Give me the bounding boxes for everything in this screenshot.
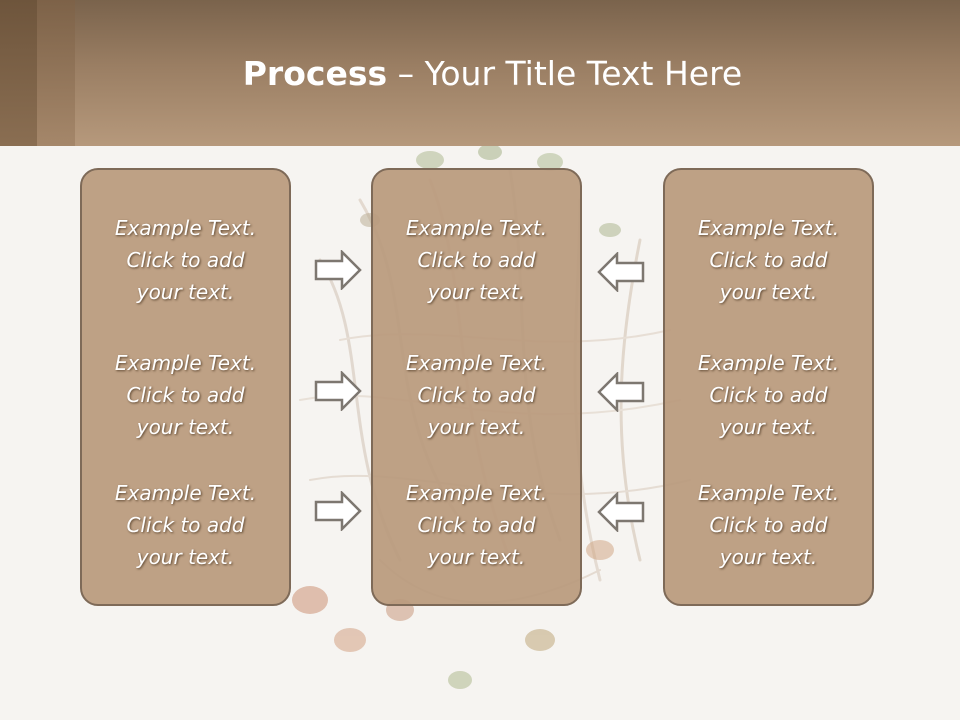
text-line: your text. xyxy=(427,545,526,569)
text-line: your text. xyxy=(136,545,235,569)
arrow-right-icon[interactable] xyxy=(314,491,362,531)
text-line: your text. xyxy=(719,545,818,569)
text-line: Example Text. xyxy=(114,216,257,240)
text-line: Example Text. xyxy=(697,481,840,505)
text-placeholder[interactable]: Example Text. Click to add your text. xyxy=(82,212,289,308)
slide-title-strong: Process xyxy=(242,54,388,93)
arrow-right-icon[interactable] xyxy=(314,371,362,411)
text-line: Click to add xyxy=(709,513,828,537)
process-box-right[interactable]: Example Text. Click to add your text. Ex… xyxy=(663,168,874,606)
text-line: Example Text. xyxy=(405,481,548,505)
text-placeholder[interactable]: Example Text. Click to add your text. xyxy=(373,347,580,443)
text-placeholder[interactable]: Example Text. Click to add your text. xyxy=(665,212,872,308)
text-line: Click to add xyxy=(417,248,536,272)
text-placeholder[interactable]: Example Text. Click to add your text. xyxy=(82,477,289,573)
text-line: Example Text. xyxy=(405,351,548,375)
text-line: your text. xyxy=(136,280,235,304)
slide-title-rest: – Your Title Text Here xyxy=(387,54,743,93)
header-accent-stripe xyxy=(0,0,37,146)
text-placeholder[interactable]: Example Text. Click to add your text. xyxy=(665,477,872,573)
text-line: Click to add xyxy=(417,513,536,537)
text-placeholder[interactable]: Example Text. Click to add your text. xyxy=(373,212,580,308)
text-line: Example Text. xyxy=(697,351,840,375)
text-line: Example Text. xyxy=(114,481,257,505)
text-line: Click to add xyxy=(417,383,536,407)
text-line: Click to add xyxy=(709,383,828,407)
text-line: Click to add xyxy=(126,383,245,407)
slide-title[interactable]: Process – Your Title Text Here xyxy=(0,52,960,96)
text-line: your text. xyxy=(427,415,526,439)
header-accent-stripe xyxy=(37,0,75,146)
text-line: your text. xyxy=(427,280,526,304)
process-box-center[interactable]: Example Text. Click to add your text. Ex… xyxy=(371,168,582,606)
arrow-right-icon[interactable] xyxy=(314,250,362,290)
text-line: Click to add xyxy=(126,513,245,537)
text-line: your text. xyxy=(719,415,818,439)
text-line: Example Text. xyxy=(697,216,840,240)
arrow-left-icon[interactable] xyxy=(597,252,645,292)
text-placeholder[interactable]: Example Text. Click to add your text. xyxy=(82,347,289,443)
text-line: Click to add xyxy=(709,248,828,272)
text-placeholder[interactable]: Example Text. Click to add your text. xyxy=(665,347,872,443)
arrow-left-icon[interactable] xyxy=(597,372,645,412)
process-box-left[interactable]: Example Text. Click to add your text. Ex… xyxy=(80,168,291,606)
text-line: your text. xyxy=(136,415,235,439)
text-line: Example Text. xyxy=(405,216,548,240)
text-line: Example Text. xyxy=(114,351,257,375)
text-line: Click to add xyxy=(126,248,245,272)
text-line: your text. xyxy=(719,280,818,304)
title-bar: Process – Your Title Text Here xyxy=(0,0,960,146)
text-placeholder[interactable]: Example Text. Click to add your text. xyxy=(373,477,580,573)
arrow-left-icon[interactable] xyxy=(597,492,645,532)
